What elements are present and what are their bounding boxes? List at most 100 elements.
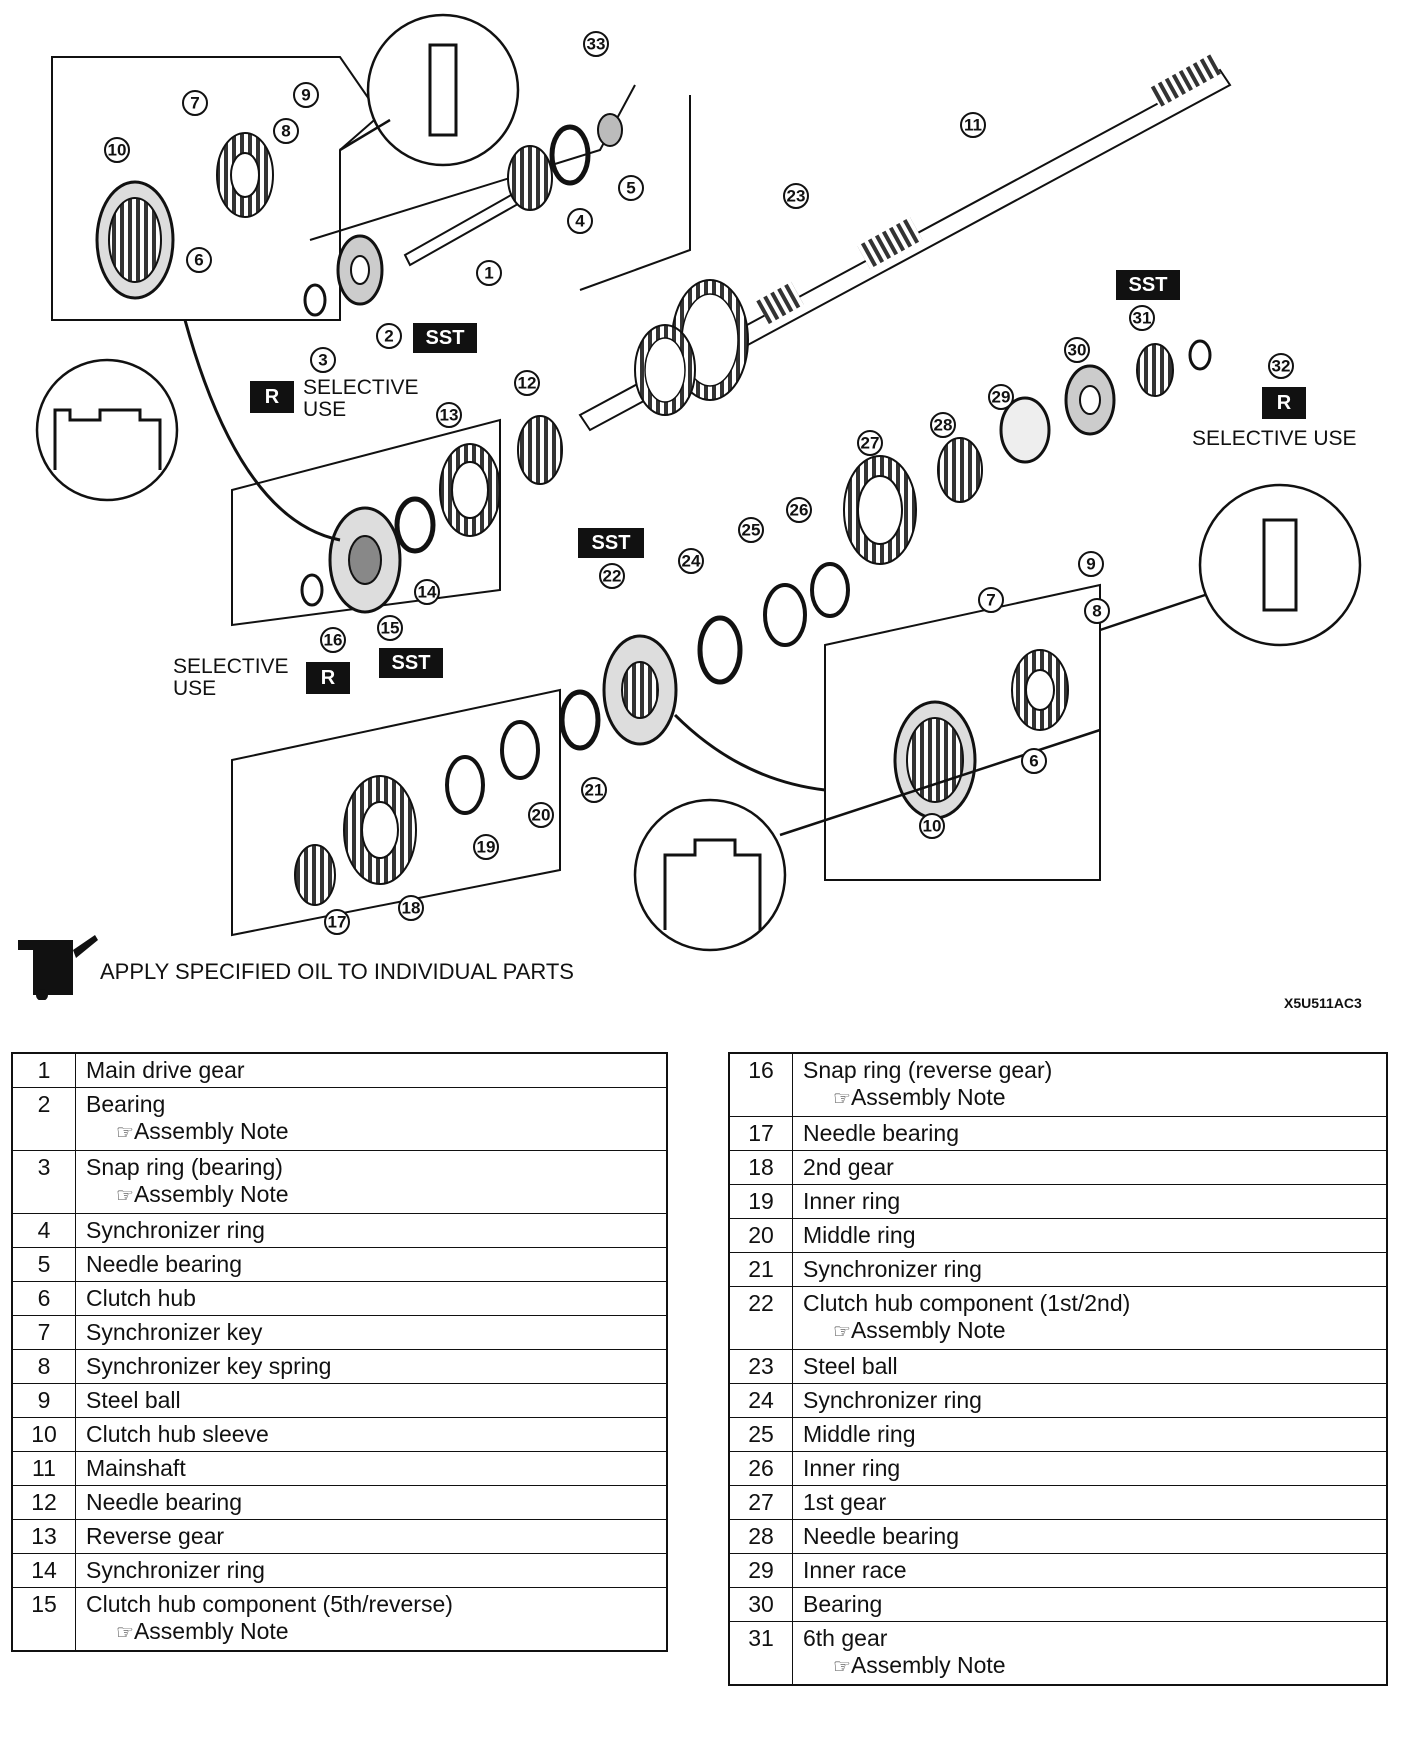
callout-32: 32 — [1268, 353, 1294, 379]
assembly-note-link[interactable]: Assembly Note — [86, 1618, 656, 1647]
part-description-cell: 6th gearAssembly Note — [792, 1621, 1388, 1686]
part-name: Needle bearing — [803, 1120, 960, 1146]
svg-text:12: 12 — [518, 374, 537, 393]
part-name: Middle ring — [803, 1421, 916, 1447]
svg-text:28: 28 — [934, 416, 953, 435]
callout-21: 21 — [581, 777, 607, 803]
svg-text:30: 30 — [1068, 341, 1087, 360]
callout-19: 19 — [473, 834, 499, 860]
svg-text:31: 31 — [1133, 309, 1152, 328]
part-number: 23 — [728, 1349, 793, 1384]
svg-text:7: 7 — [190, 94, 199, 113]
svg-text:2: 2 — [384, 327, 393, 346]
part-description-cell: Bearing — [792, 1587, 1388, 1622]
callout-8: 8 — [273, 118, 299, 144]
selective-use-note-16: SELECTIVE USE — [173, 655, 289, 700]
svg-text:4: 4 — [575, 212, 585, 231]
callout-18: 18 — [398, 895, 424, 921]
part-name: Inner ring — [803, 1455, 901, 1481]
part-description-cell: 2nd gear — [792, 1150, 1388, 1185]
part-name: 1st gear — [803, 1489, 887, 1515]
svg-text:R: R — [1277, 392, 1292, 414]
assembly-note-link[interactable]: Assembly Note — [86, 1118, 656, 1147]
callout-4: 4 — [567, 208, 593, 234]
svg-text:33: 33 — [587, 35, 606, 54]
svg-text:24: 24 — [682, 552, 701, 571]
part-name: Reverse gear — [86, 1523, 225, 1549]
part-number: 28 — [728, 1519, 793, 1554]
callout-3: 3 — [310, 347, 336, 373]
part-description-cell: Inner ring — [792, 1451, 1388, 1486]
part-number: 5 — [11, 1247, 76, 1282]
svg-text:8: 8 — [281, 122, 290, 141]
callout-14: 14 — [414, 579, 440, 605]
svg-text:23: 23 — [787, 187, 806, 206]
callout-11: 11 — [960, 112, 986, 138]
assembly-note-link[interactable]: Assembly Note — [803, 1317, 1376, 1346]
part-description-cell: Clutch hub component (1st/2nd)Assembly N… — [792, 1286, 1388, 1350]
assembly-note-link[interactable]: Assembly Note — [86, 1181, 656, 1210]
part-name: Synchronizer ring — [803, 1387, 982, 1413]
part-number: 19 — [728, 1184, 793, 1219]
svg-text:25: 25 — [742, 521, 761, 540]
part-number: 6 — [11, 1281, 76, 1316]
callout-27: 27 — [857, 430, 883, 456]
svg-text:19: 19 — [477, 838, 496, 857]
part-name: 6th gear — [803, 1625, 888, 1651]
assembly-note-link[interactable]: Assembly Note — [803, 1084, 1376, 1113]
svg-text:10: 10 — [108, 141, 127, 160]
callout-17: 17 — [324, 909, 350, 935]
part-name: Inner ring — [803, 1188, 901, 1214]
part-name: Steel ball — [86, 1387, 181, 1413]
part-number: 18 — [728, 1150, 793, 1185]
callout-2: 2 — [376, 323, 402, 349]
part-number: 15 — [11, 1587, 76, 1652]
part-number: 25 — [728, 1417, 793, 1452]
part-number: 16 — [728, 1052, 793, 1117]
part-description-cell: Synchronizer ring — [792, 1252, 1388, 1287]
part-name: Bearing — [86, 1091, 166, 1117]
callout-5: 5 — [618, 175, 644, 201]
svg-text:5: 5 — [626, 179, 635, 198]
mainshaft-gears — [507, 145, 749, 416]
table-row: 25 Middle ring — [728, 1417, 1388, 1452]
part-description-cell: Clutch hub component (5th/reverse)Assemb… — [75, 1587, 668, 1652]
callout-10: 10 — [104, 137, 130, 163]
callout-30: 30 — [1064, 337, 1090, 363]
part-description-cell: Mainshaft — [75, 1451, 668, 1486]
callout-10-lower: 10 — [919, 813, 945, 839]
callout-33: 33 — [583, 31, 609, 57]
svg-text:20: 20 — [532, 806, 551, 825]
part-description-cell: Needle bearing — [792, 1519, 1388, 1554]
svg-text:R: R — [265, 386, 280, 408]
callout-31: 31 — [1129, 305, 1155, 331]
lower-sync-assembly — [893, 649, 1069, 820]
part-number: 2 — [11, 1087, 76, 1151]
callout-15: 15 — [377, 615, 403, 641]
svg-text:7: 7 — [986, 591, 995, 610]
part-number: 10 — [11, 1417, 76, 1452]
svg-text:SST: SST — [426, 327, 465, 349]
part-description-cell: Synchronizer key — [75, 1315, 668, 1350]
part-number: 30 — [728, 1587, 793, 1622]
callout-16: 16 — [320, 627, 346, 653]
svg-text:17: 17 — [328, 913, 347, 932]
assembly-note-link[interactable]: Assembly Note — [803, 1652, 1376, 1681]
table-row: 19 Inner ring — [728, 1184, 1388, 1219]
part-name: Main drive gear — [86, 1057, 245, 1083]
callout-12: 12 — [514, 370, 540, 396]
callout-29: 29 — [988, 384, 1014, 410]
svg-text:9: 9 — [1086, 555, 1095, 574]
